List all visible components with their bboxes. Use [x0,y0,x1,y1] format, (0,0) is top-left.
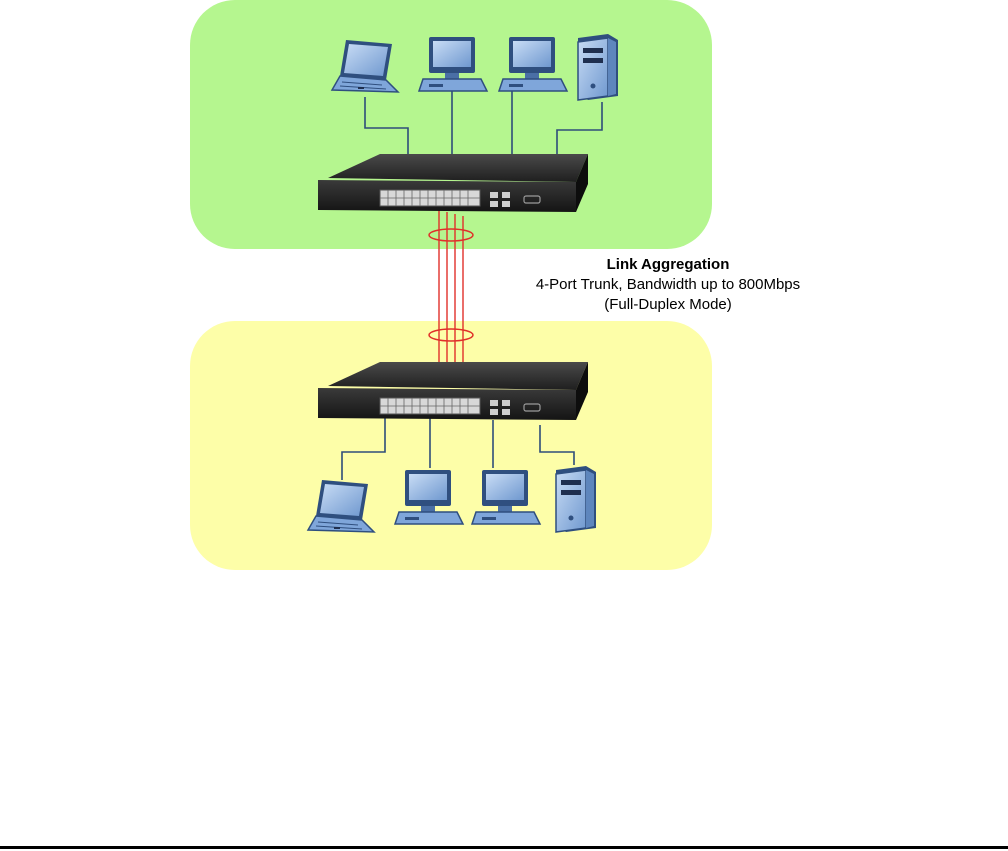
caption-description: 4-Port Trunk, Bandwidth up to 800Mbps [488,275,848,295]
caption-mode: (Full-Duplex Mode) [488,295,848,315]
link-aggregation-caption: Link Aggregation 4-Port Trunk, Bandwidth… [488,255,848,315]
lower-network-zone [190,321,712,570]
caption-title: Link Aggregation [488,255,848,275]
footer-divider [0,846,1008,849]
upper-tower-server-icon [578,34,618,100]
lower-tower-server-icon [556,466,596,532]
